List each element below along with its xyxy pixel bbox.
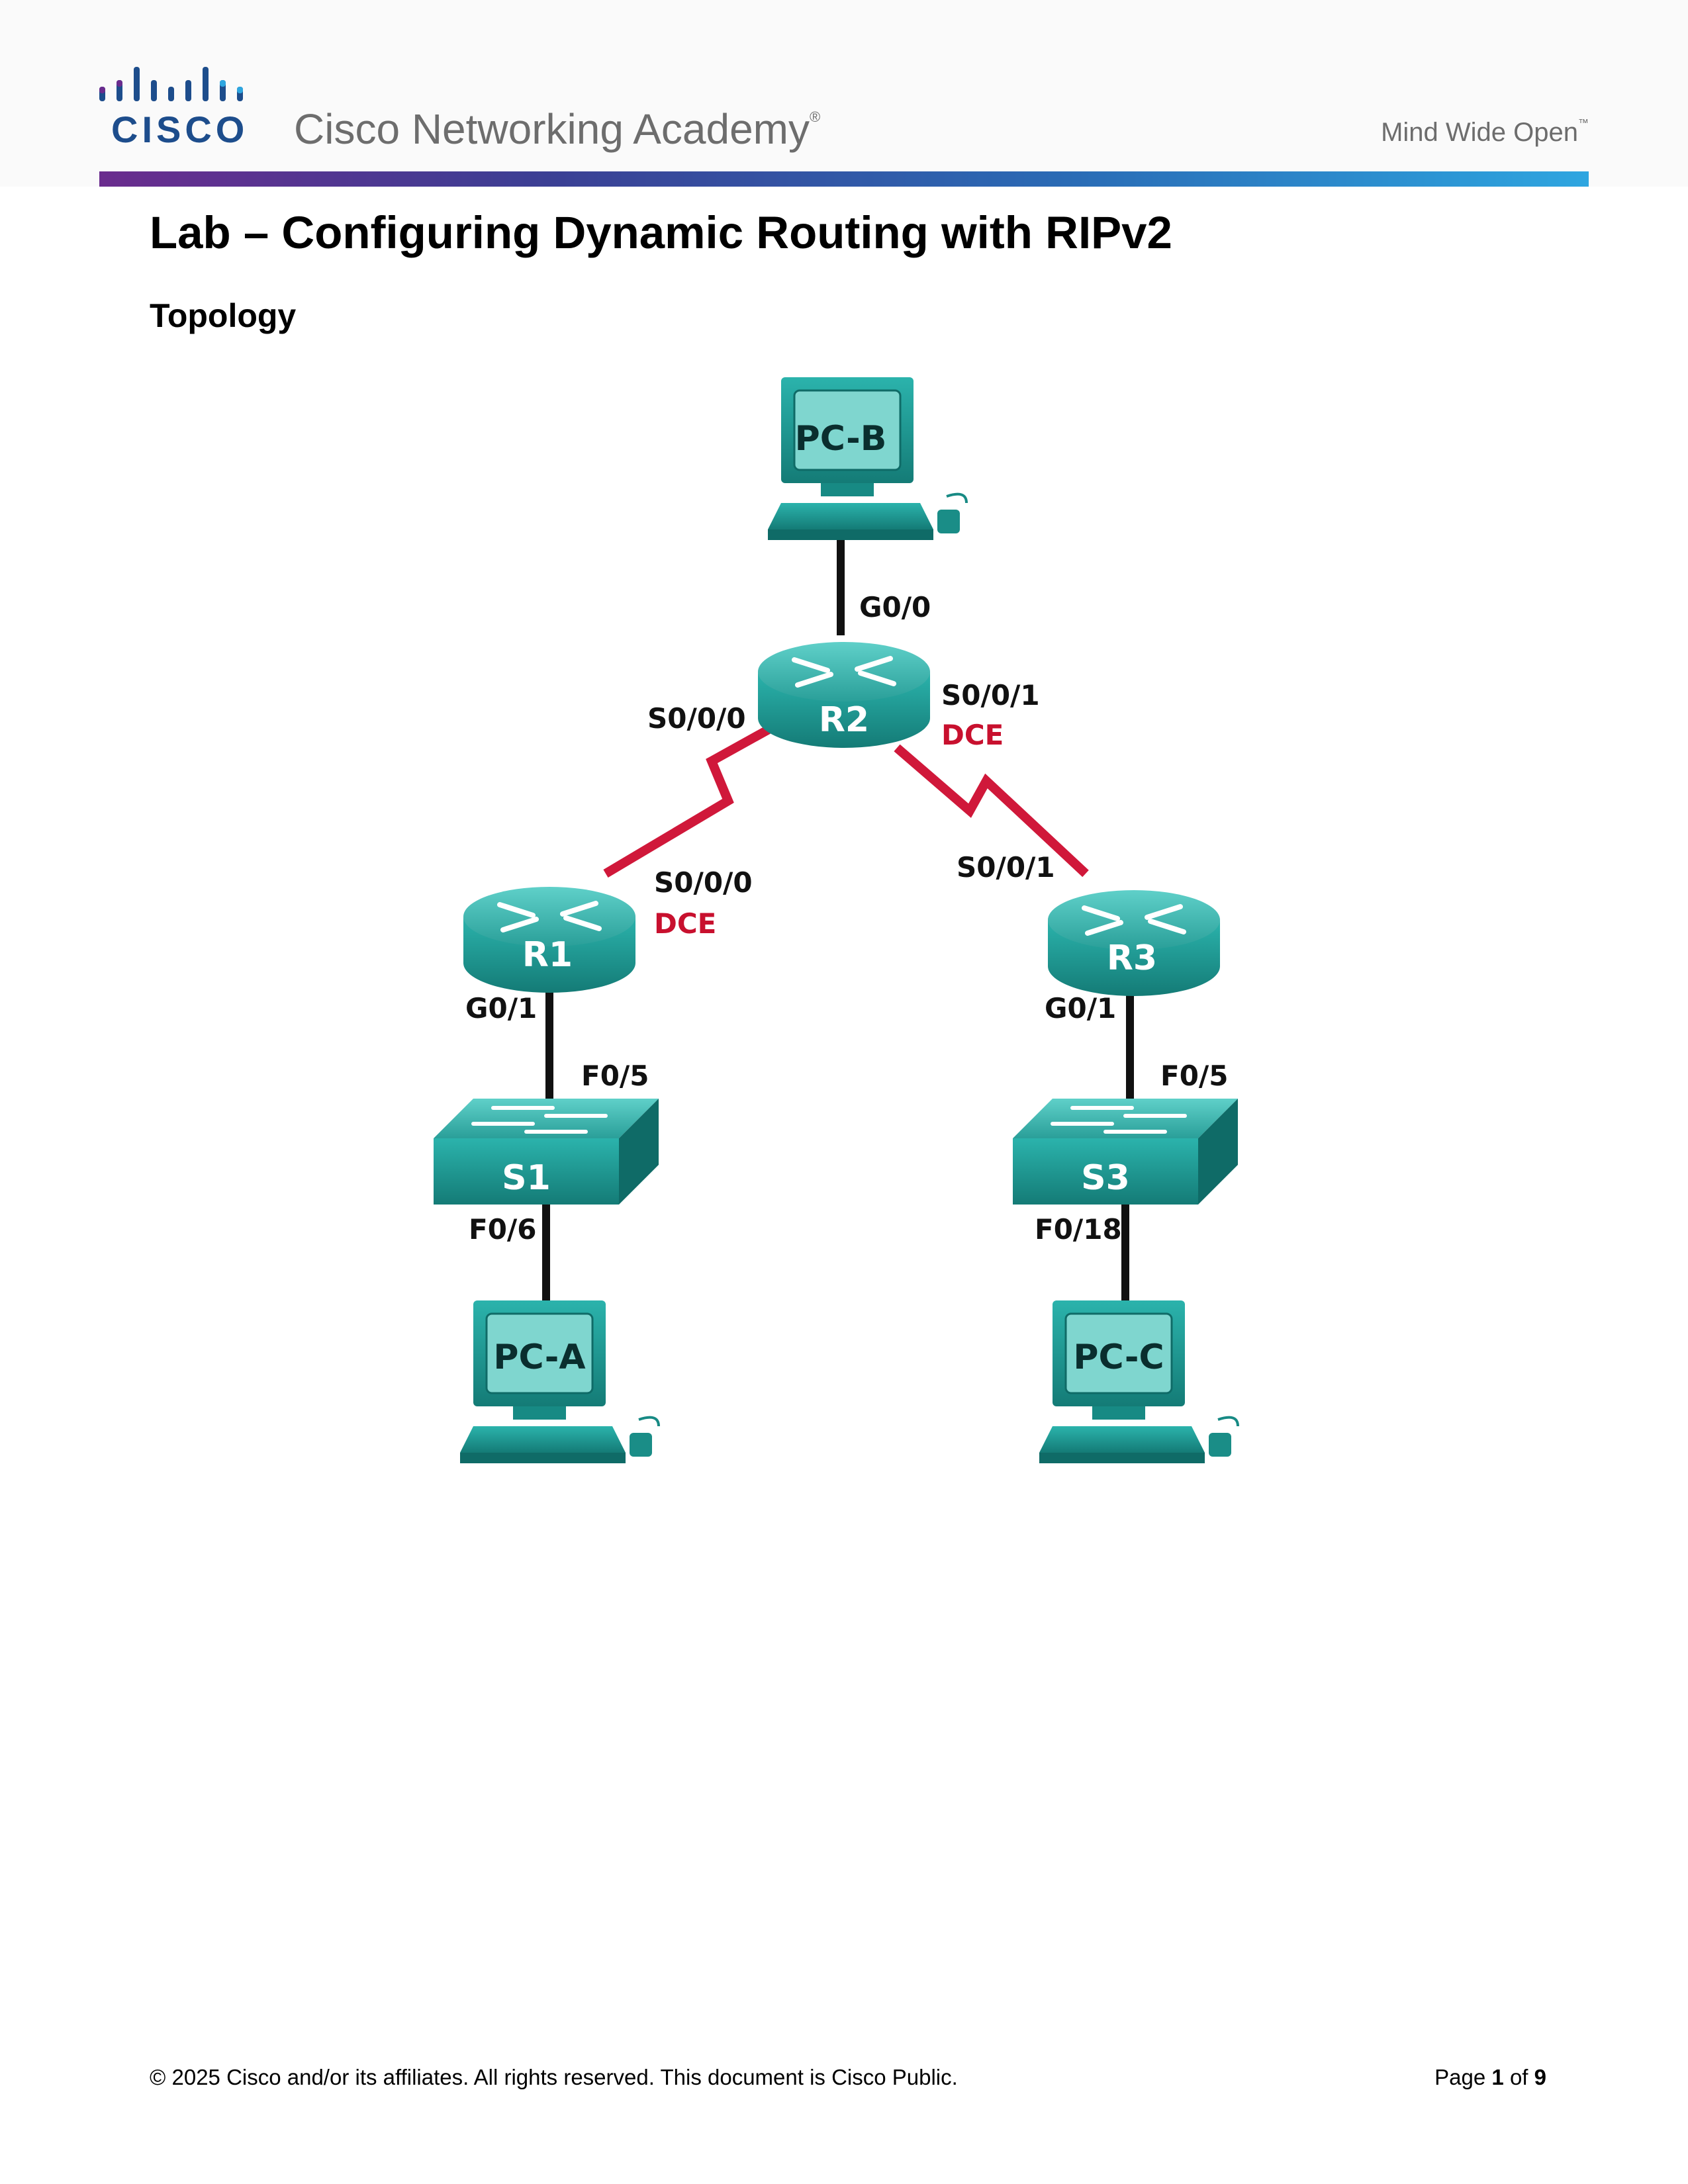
cisco-logo-icon bbox=[99, 67, 243, 101]
pc-a-icon bbox=[459, 1299, 660, 1465]
page-current: 1 bbox=[1491, 2065, 1504, 2089]
r3-label: R3 bbox=[1107, 938, 1157, 978]
pc-b-icon bbox=[767, 376, 968, 541]
r1-g01-label: G0/1 bbox=[465, 992, 537, 1024]
r2-dce-label: DCE bbox=[941, 719, 1004, 751]
page-of: of bbox=[1509, 2065, 1528, 2089]
page-title: Lab – Configuring Dynamic Routing with R… bbox=[150, 207, 1172, 258]
serial-link-r2-r3 bbox=[894, 744, 1089, 878]
tagline: Mind Wide Open™ bbox=[1381, 118, 1589, 148]
r1-s000-label: S0/0/0 bbox=[654, 866, 753, 899]
pc-a-label: PC-A bbox=[493, 1338, 585, 1377]
academy-name: Cisco Networking Academy® bbox=[294, 105, 820, 154]
r3-g01-label: G0/1 bbox=[1045, 992, 1116, 1024]
section-heading-topology: Topology bbox=[150, 297, 297, 334]
header-band bbox=[0, 0, 1688, 187]
s3-f018-label: F0/18 bbox=[1035, 1213, 1122, 1246]
r1-dce-label: DCE bbox=[654, 907, 716, 940]
r1-label: R1 bbox=[522, 935, 573, 975]
academy-text: Cisco Networking Academy bbox=[294, 105, 810, 153]
s1-f06-label: F0/6 bbox=[469, 1213, 536, 1246]
trademark-mark: ™ bbox=[1578, 118, 1589, 129]
registered-mark: ® bbox=[809, 109, 821, 125]
page-number: Page 1 of 9 bbox=[1434, 2065, 1546, 2090]
s3-label: S3 bbox=[1081, 1158, 1130, 1198]
serial-link-r2-r1 bbox=[603, 723, 774, 878]
tagline-text: Mind Wide Open bbox=[1381, 118, 1578, 147]
r2-s000-label: S0/0/0 bbox=[647, 702, 746, 735]
pc-c-label: PC-C bbox=[1073, 1338, 1164, 1377]
s1-label: S1 bbox=[502, 1158, 551, 1198]
pc-b-label: PC-B bbox=[795, 419, 887, 459]
r3-s001-label: S0/0/1 bbox=[957, 851, 1055, 884]
page-total: 9 bbox=[1534, 2065, 1546, 2089]
r2-label: R2 bbox=[819, 700, 869, 740]
header-color-rule bbox=[99, 171, 1589, 187]
r2-s001-label: S0/0/1 bbox=[941, 679, 1040, 711]
cisco-wordmark: CISCO bbox=[111, 109, 249, 150]
s1-f05-label: F0/5 bbox=[581, 1060, 649, 1092]
s3-f05-label: F0/5 bbox=[1160, 1060, 1228, 1092]
pc-c-icon bbox=[1038, 1299, 1239, 1465]
r2-g00-label: G0/0 bbox=[859, 591, 931, 623]
footer-copyright: © 2025 Cisco and/or its affiliates. All … bbox=[150, 2065, 958, 2089]
page-prefix: Page bbox=[1434, 2065, 1486, 2089]
